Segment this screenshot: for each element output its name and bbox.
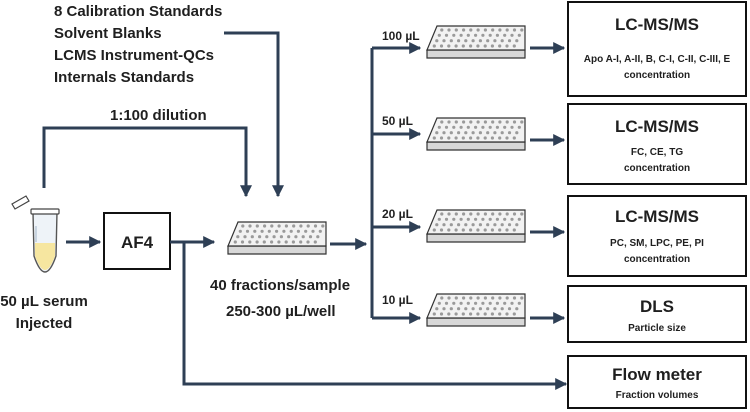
output-2-title: LC-MS/MS bbox=[615, 117, 699, 136]
output-3-line-2: concentration bbox=[624, 254, 690, 265]
sample-tube-icon bbox=[11, 195, 60, 273]
plate-10-icon bbox=[426, 293, 526, 327]
dilution-arrow bbox=[42, 126, 252, 198]
plate-50-icon bbox=[426, 117, 526, 151]
af4-label: AF4 bbox=[121, 233, 154, 252]
standards-line-4: Internals Standards bbox=[54, 69, 194, 86]
dilution-label: 1:100 dilution bbox=[110, 107, 207, 124]
output-3-title: LC-MS/MS bbox=[615, 207, 699, 226]
standards-line-1: 8 Calibration Standards bbox=[54, 3, 222, 20]
output-1-line-1: Apo A-I, A-II, B, C-I, C-II, C-III, E bbox=[584, 54, 731, 65]
standards-line-2: Solvent Blanks bbox=[54, 25, 162, 42]
volume-label-2: 50 µL bbox=[382, 114, 413, 128]
fractions-label-line-2: 250-300 µL/well bbox=[226, 303, 336, 320]
output-4-line-1: Particle size bbox=[628, 323, 686, 334]
plate-20-icon bbox=[426, 209, 526, 243]
fractions-label-line-1: 40 fractions/sample bbox=[210, 277, 350, 294]
output-box-1: LC-MS/MS Apo A-I, A-II, B, C-I, C-II, C-… bbox=[567, 1, 747, 97]
volume-label-4: 10 µL bbox=[382, 293, 413, 307]
plates-group bbox=[227, 25, 526, 327]
output-3-line-1: PC, SM, LPC, PE, PI bbox=[610, 238, 704, 249]
volume-label-1: 100 µL bbox=[382, 29, 420, 43]
output-1-title: LC-MS/MS bbox=[615, 15, 699, 34]
flow-meter-arrow bbox=[182, 242, 568, 390]
output-2-line-1: FC, CE, TG bbox=[631, 147, 683, 158]
output-box-3: LC-MS/MS PC, SM, LPC, PE, PI concentrati… bbox=[567, 195, 747, 277]
volume-label-3: 20 µL bbox=[382, 207, 413, 221]
sample-label-line-1: 50 µL serum bbox=[0, 293, 88, 310]
output-2-line-2: concentration bbox=[624, 163, 690, 174]
output-1-line-2: concentration bbox=[624, 70, 690, 81]
output-box-2: LC-MS/MS FC, CE, TG concentration bbox=[567, 103, 747, 185]
output-4-title: DLS bbox=[640, 297, 674, 316]
standards-arrow bbox=[224, 31, 284, 198]
output-box-4: DLS Particle size bbox=[567, 285, 747, 343]
output-box-5: Flow meter Fraction volumes bbox=[567, 355, 747, 409]
output-5-title: Flow meter bbox=[612, 365, 702, 384]
fraction-plate-icon bbox=[227, 221, 327, 255]
plate-100-icon bbox=[426, 25, 526, 59]
output-5-line-1: Fraction volumes bbox=[616, 390, 699, 401]
standards-line-3: LCMS Instrument-QCs bbox=[54, 47, 214, 64]
sample-label-line-2: Injected bbox=[16, 315, 73, 332]
